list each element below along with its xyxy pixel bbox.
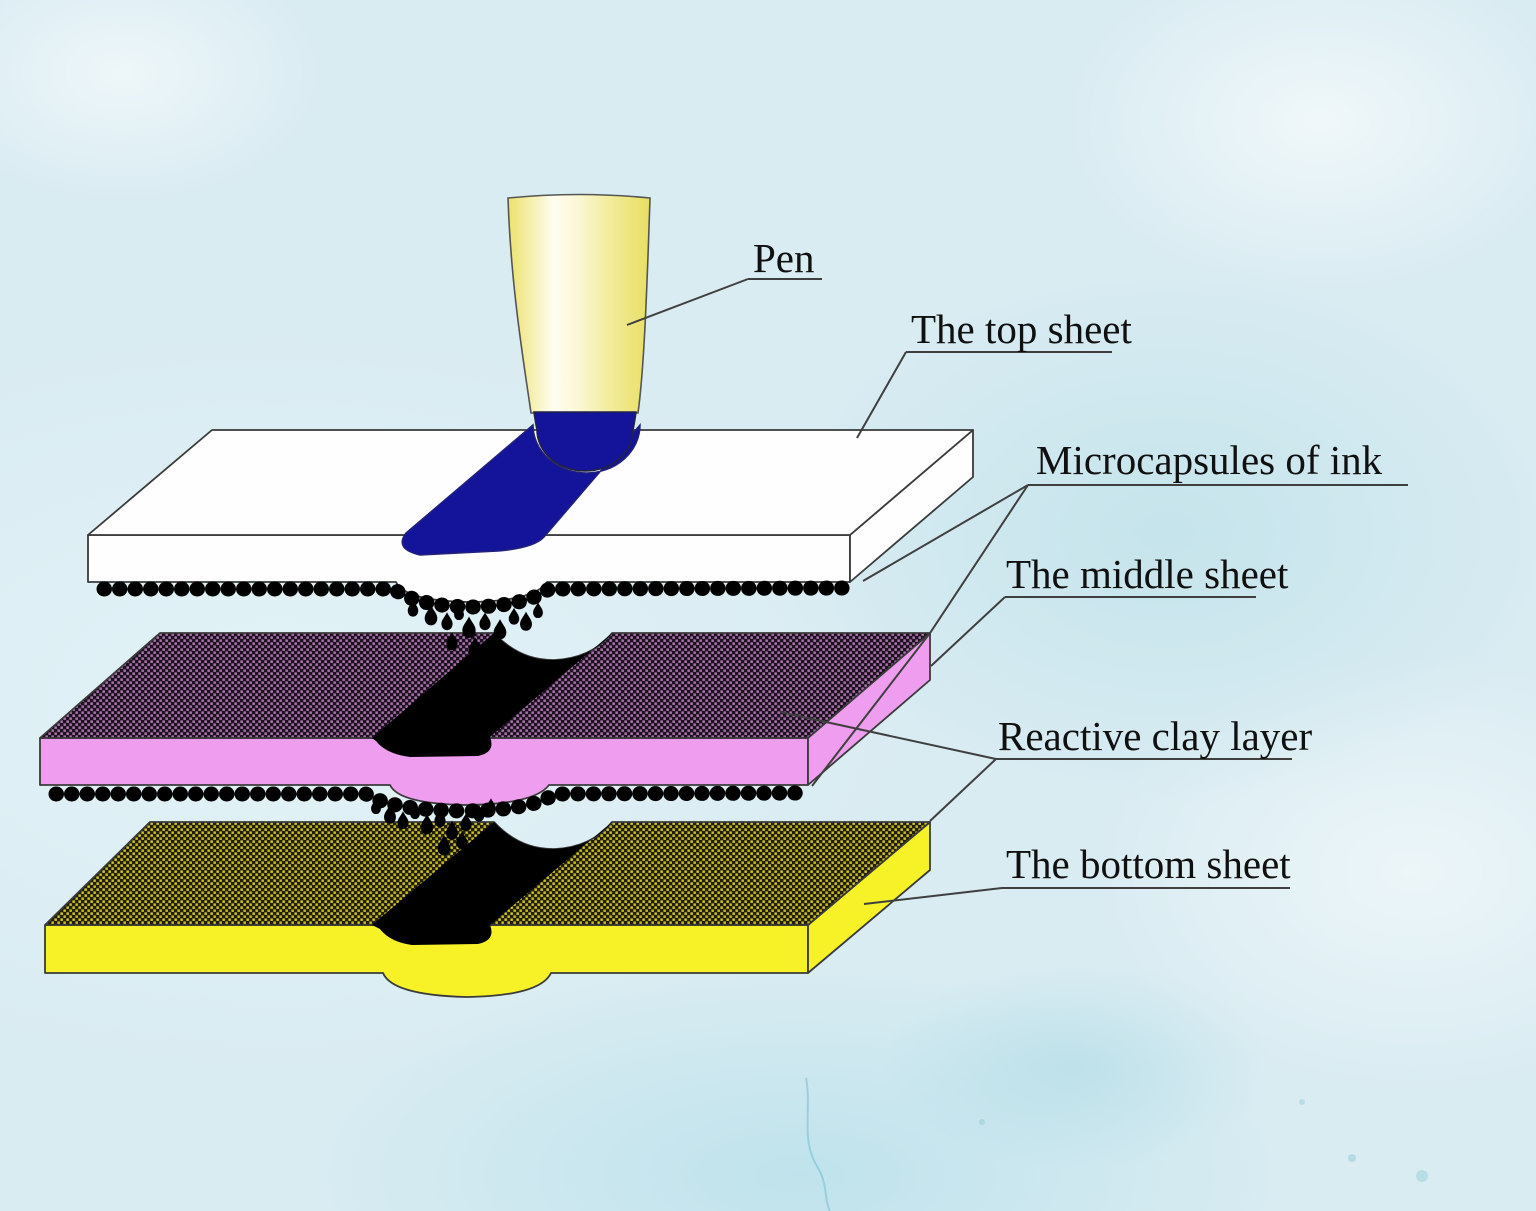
microcapsules-row-middle	[48, 785, 814, 819]
bottom-sheet	[44, 821, 931, 998]
reactive-clay-label: Reactive clay layer	[998, 713, 1312, 759]
top-sheet-leader-line	[856, 351, 907, 439]
top-sheet-label: The top sheet	[911, 306, 1132, 352]
pen-tip	[533, 411, 637, 472]
pen-leader-line	[626, 278, 749, 326]
reactive-clay-leader-line-up	[779, 711, 997, 760]
top-sheet	[87, 422, 974, 658]
bottom-sheet-ink-mark	[372, 822, 612, 945]
bottom-sheet-leader-line	[863, 887, 1003, 905]
middle-sheet-ink-mark	[372, 633, 612, 757]
labels: Pen The top sheet Microcapsules of ink T…	[753, 235, 1383, 887]
top-sheet-ink-stroke	[401, 422, 641, 556]
microcapsules-label: Microcapsules of ink	[1036, 437, 1383, 483]
microcapsules-leader-line-top	[862, 484, 1029, 582]
leader-lines	[626, 278, 1408, 905]
microcapsules-row-top	[96, 580, 853, 615]
pen-label: Pen	[753, 235, 815, 281]
bottom-sheet-label: The bottom sheet	[1006, 841, 1291, 887]
middle-sheet-leader-line	[930, 596, 1006, 667]
pen	[507, 193, 651, 472]
background-texture	[805, 1077, 1428, 1211]
microcapsules-leader-line-middle	[811, 484, 1029, 787]
middle-sheet-front-face	[39, 737, 809, 806]
bottom-sheet-front-face	[44, 924, 809, 998]
reactive-clay-leader-line-down	[929, 758, 997, 822]
pen-body	[507, 193, 651, 414]
middle-sheet-label: The middle sheet	[1006, 551, 1289, 597]
